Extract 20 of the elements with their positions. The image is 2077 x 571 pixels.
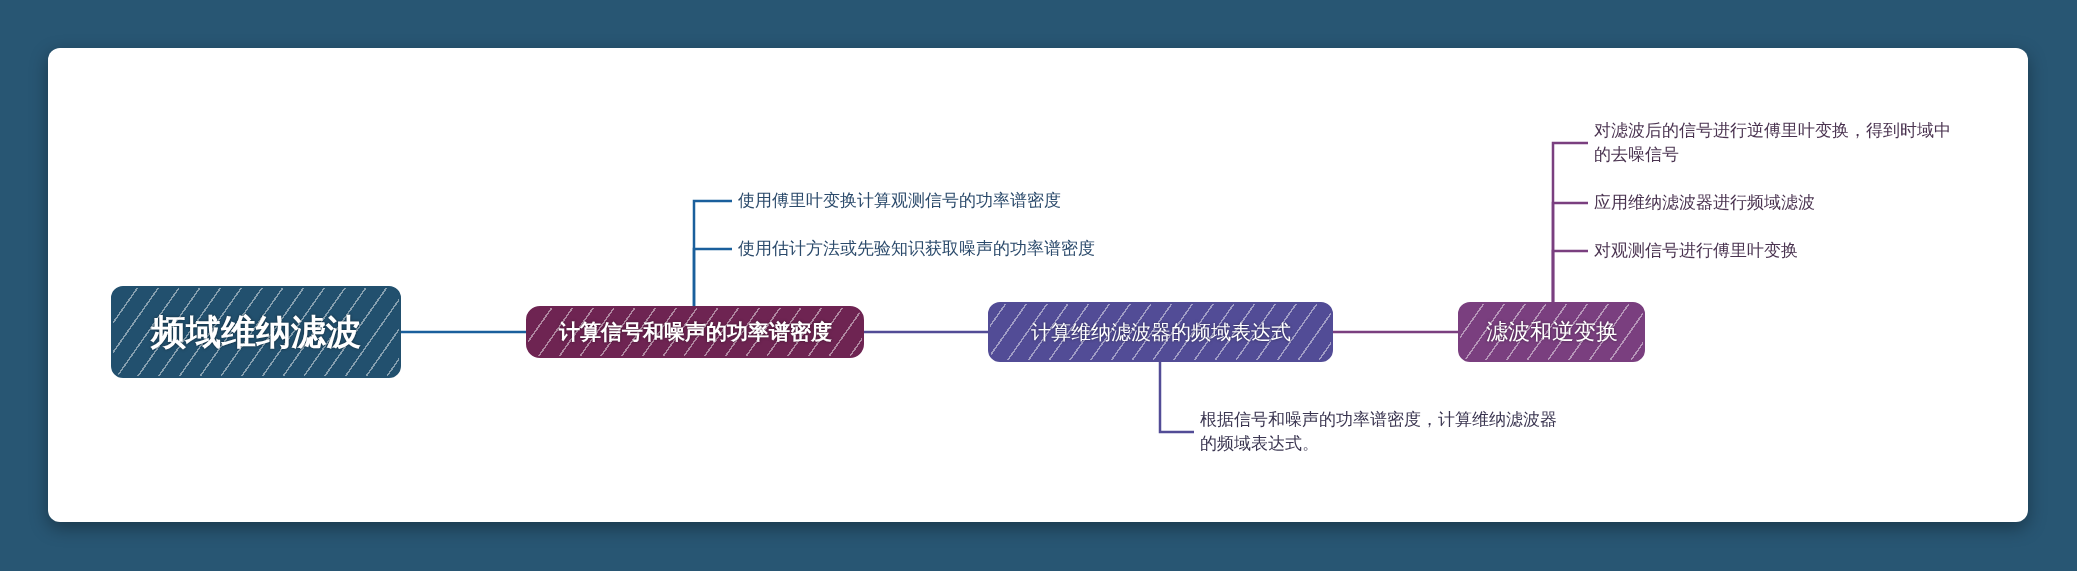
topic-label: 频域维纳滤波 xyxy=(151,310,361,354)
branch-line xyxy=(401,330,526,334)
topic-box xyxy=(1458,302,1645,362)
branch-line xyxy=(1551,249,1588,302)
subtopic-text: 对滤波后的信号进行逆傅里叶变换，得到时域中的去噪信号 xyxy=(1594,119,1956,167)
subtopic-text: 根据信号和噪声的功率谱密度，计算维纳滤波器的频域表达式。 xyxy=(1200,408,1562,456)
branch-line xyxy=(692,247,732,306)
topic-box xyxy=(111,286,401,378)
topic-label: 计算维纳滤波器的频域表达式 xyxy=(1030,318,1291,346)
topic-label: 计算信号和噪声的功率谱密度 xyxy=(558,319,832,346)
topic-label: 滤波和逆变换 xyxy=(1485,318,1618,346)
subtopic-text: 使用傅里叶变换计算观测信号的功率谱密度 xyxy=(738,189,1158,213)
branch-line xyxy=(1158,362,1194,434)
subtopic-text: 应用维纳滤波器进行频域滤波 xyxy=(1594,191,1984,215)
branch-line xyxy=(1333,330,1458,334)
topic-box xyxy=(988,302,1333,362)
branch-line xyxy=(864,330,988,334)
subtopic-text: 使用估计方法或先验知识获取噪声的功率谱密度 xyxy=(738,237,1158,261)
subtopic-text: 对观测信号进行傅里叶变换 xyxy=(1594,239,1984,263)
topic-box xyxy=(526,306,864,358)
